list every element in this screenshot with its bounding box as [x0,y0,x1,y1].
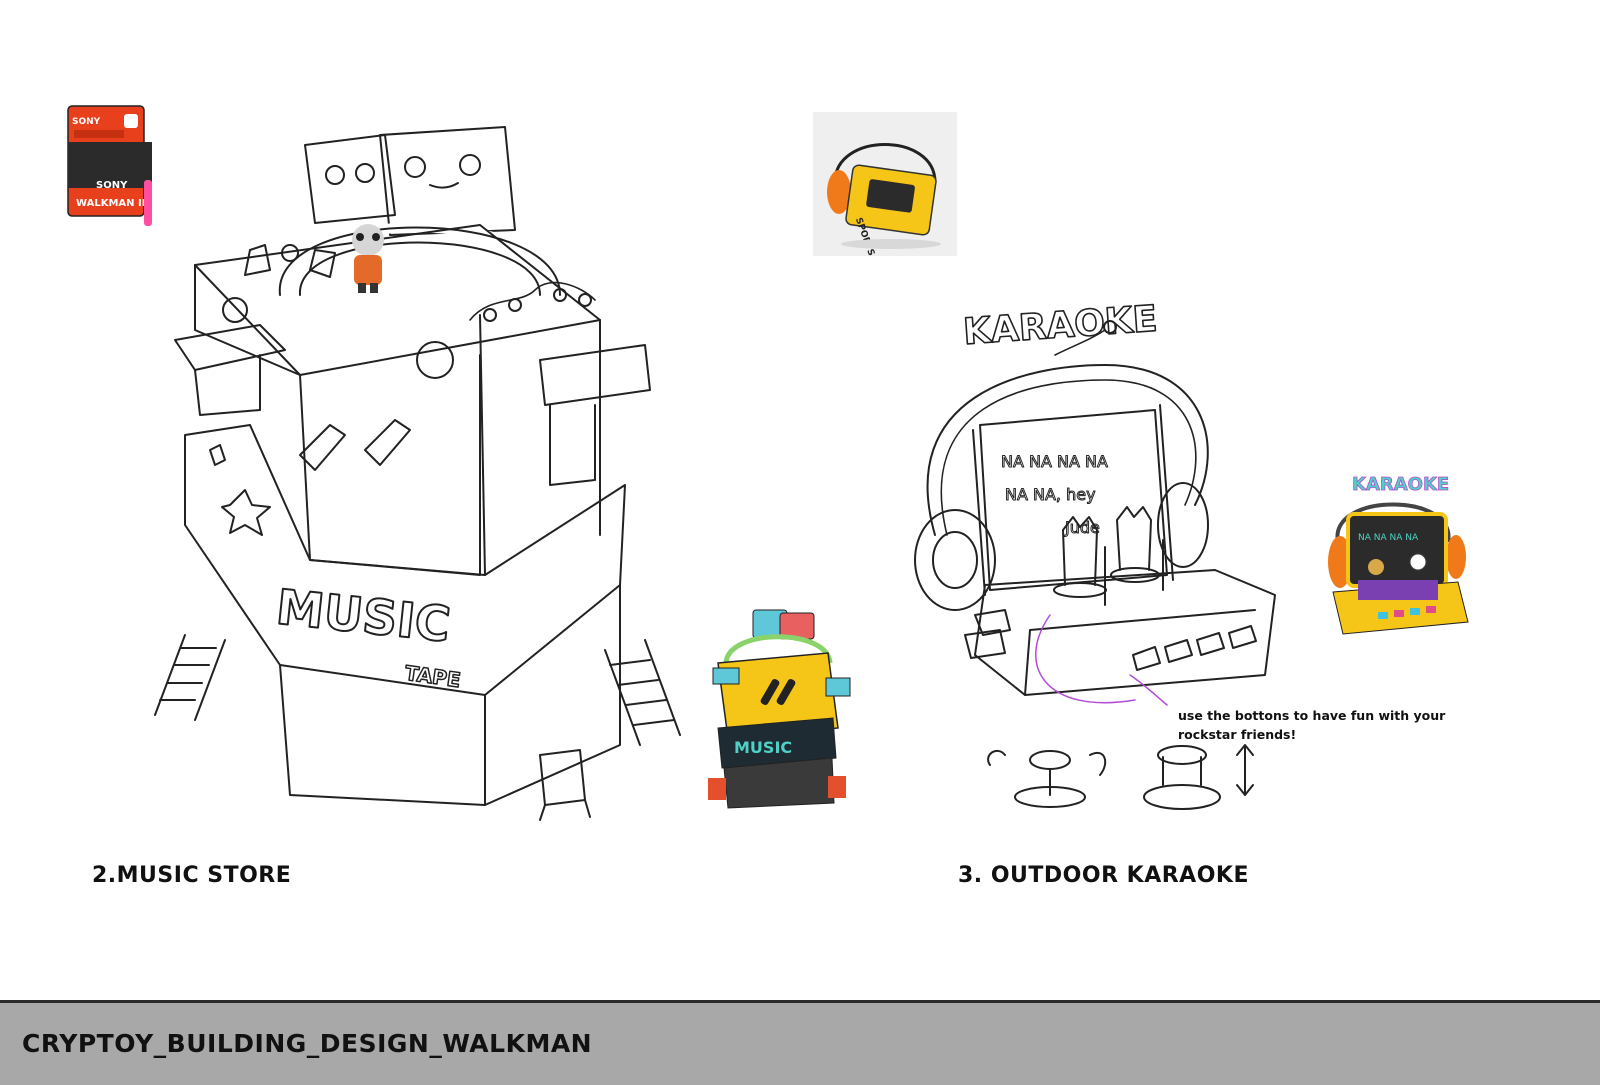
render-screen-line: NA NA NA NA [1358,533,1419,543]
walkman-yellow-reference-photo: SPORTS [813,112,957,257]
music-sign: MUSIC [274,579,453,653]
section-title-outdoor-karaoke: 3. OUTDOOR KARAOKE [958,863,1249,888]
walkman-red-reference-photo: SONY SONY WALKMAN II [66,100,158,230]
footer-title: CRYPTOY_BUILDING_DESIGN_WALKMAN [22,1029,593,1058]
walkman-brand-top: SONY [72,117,101,127]
walkman-model: WALKMAN II [76,198,145,209]
karaoke-sign-render: KARAOKE [1352,474,1449,495]
music-store-sketch: MUSIC TAPE [140,105,700,825]
karaoke-color-render: KARAOKE NA NA NA NA [1318,462,1478,642]
tape-sign: TAPE [403,661,462,693]
screen-line-3: Jude [1064,518,1100,537]
music-store-color-render: MUSIC [708,608,858,818]
walkman-brand: SONY [96,180,128,191]
screen-line-2: NA NA, hey [1005,485,1096,504]
karaoke-sign: KARAOKE [962,299,1159,353]
karaoke-caption: use the bottons to have fun with your ro… [1178,708,1446,742]
panda-figure [352,224,384,293]
music-sign-render: MUSIC [734,738,792,757]
section-title-music-store: 2.MUSIC STORE [92,863,292,888]
screen-line-1: NA NA NA NA [1001,452,1108,471]
karaoke-sketch: KARAOKE NA NA NA NA NA NA, hey Jude [905,285,1300,825]
footer-bar: CRYPTOY_BUILDING_DESIGN_WALKMAN [0,1000,1600,1085]
